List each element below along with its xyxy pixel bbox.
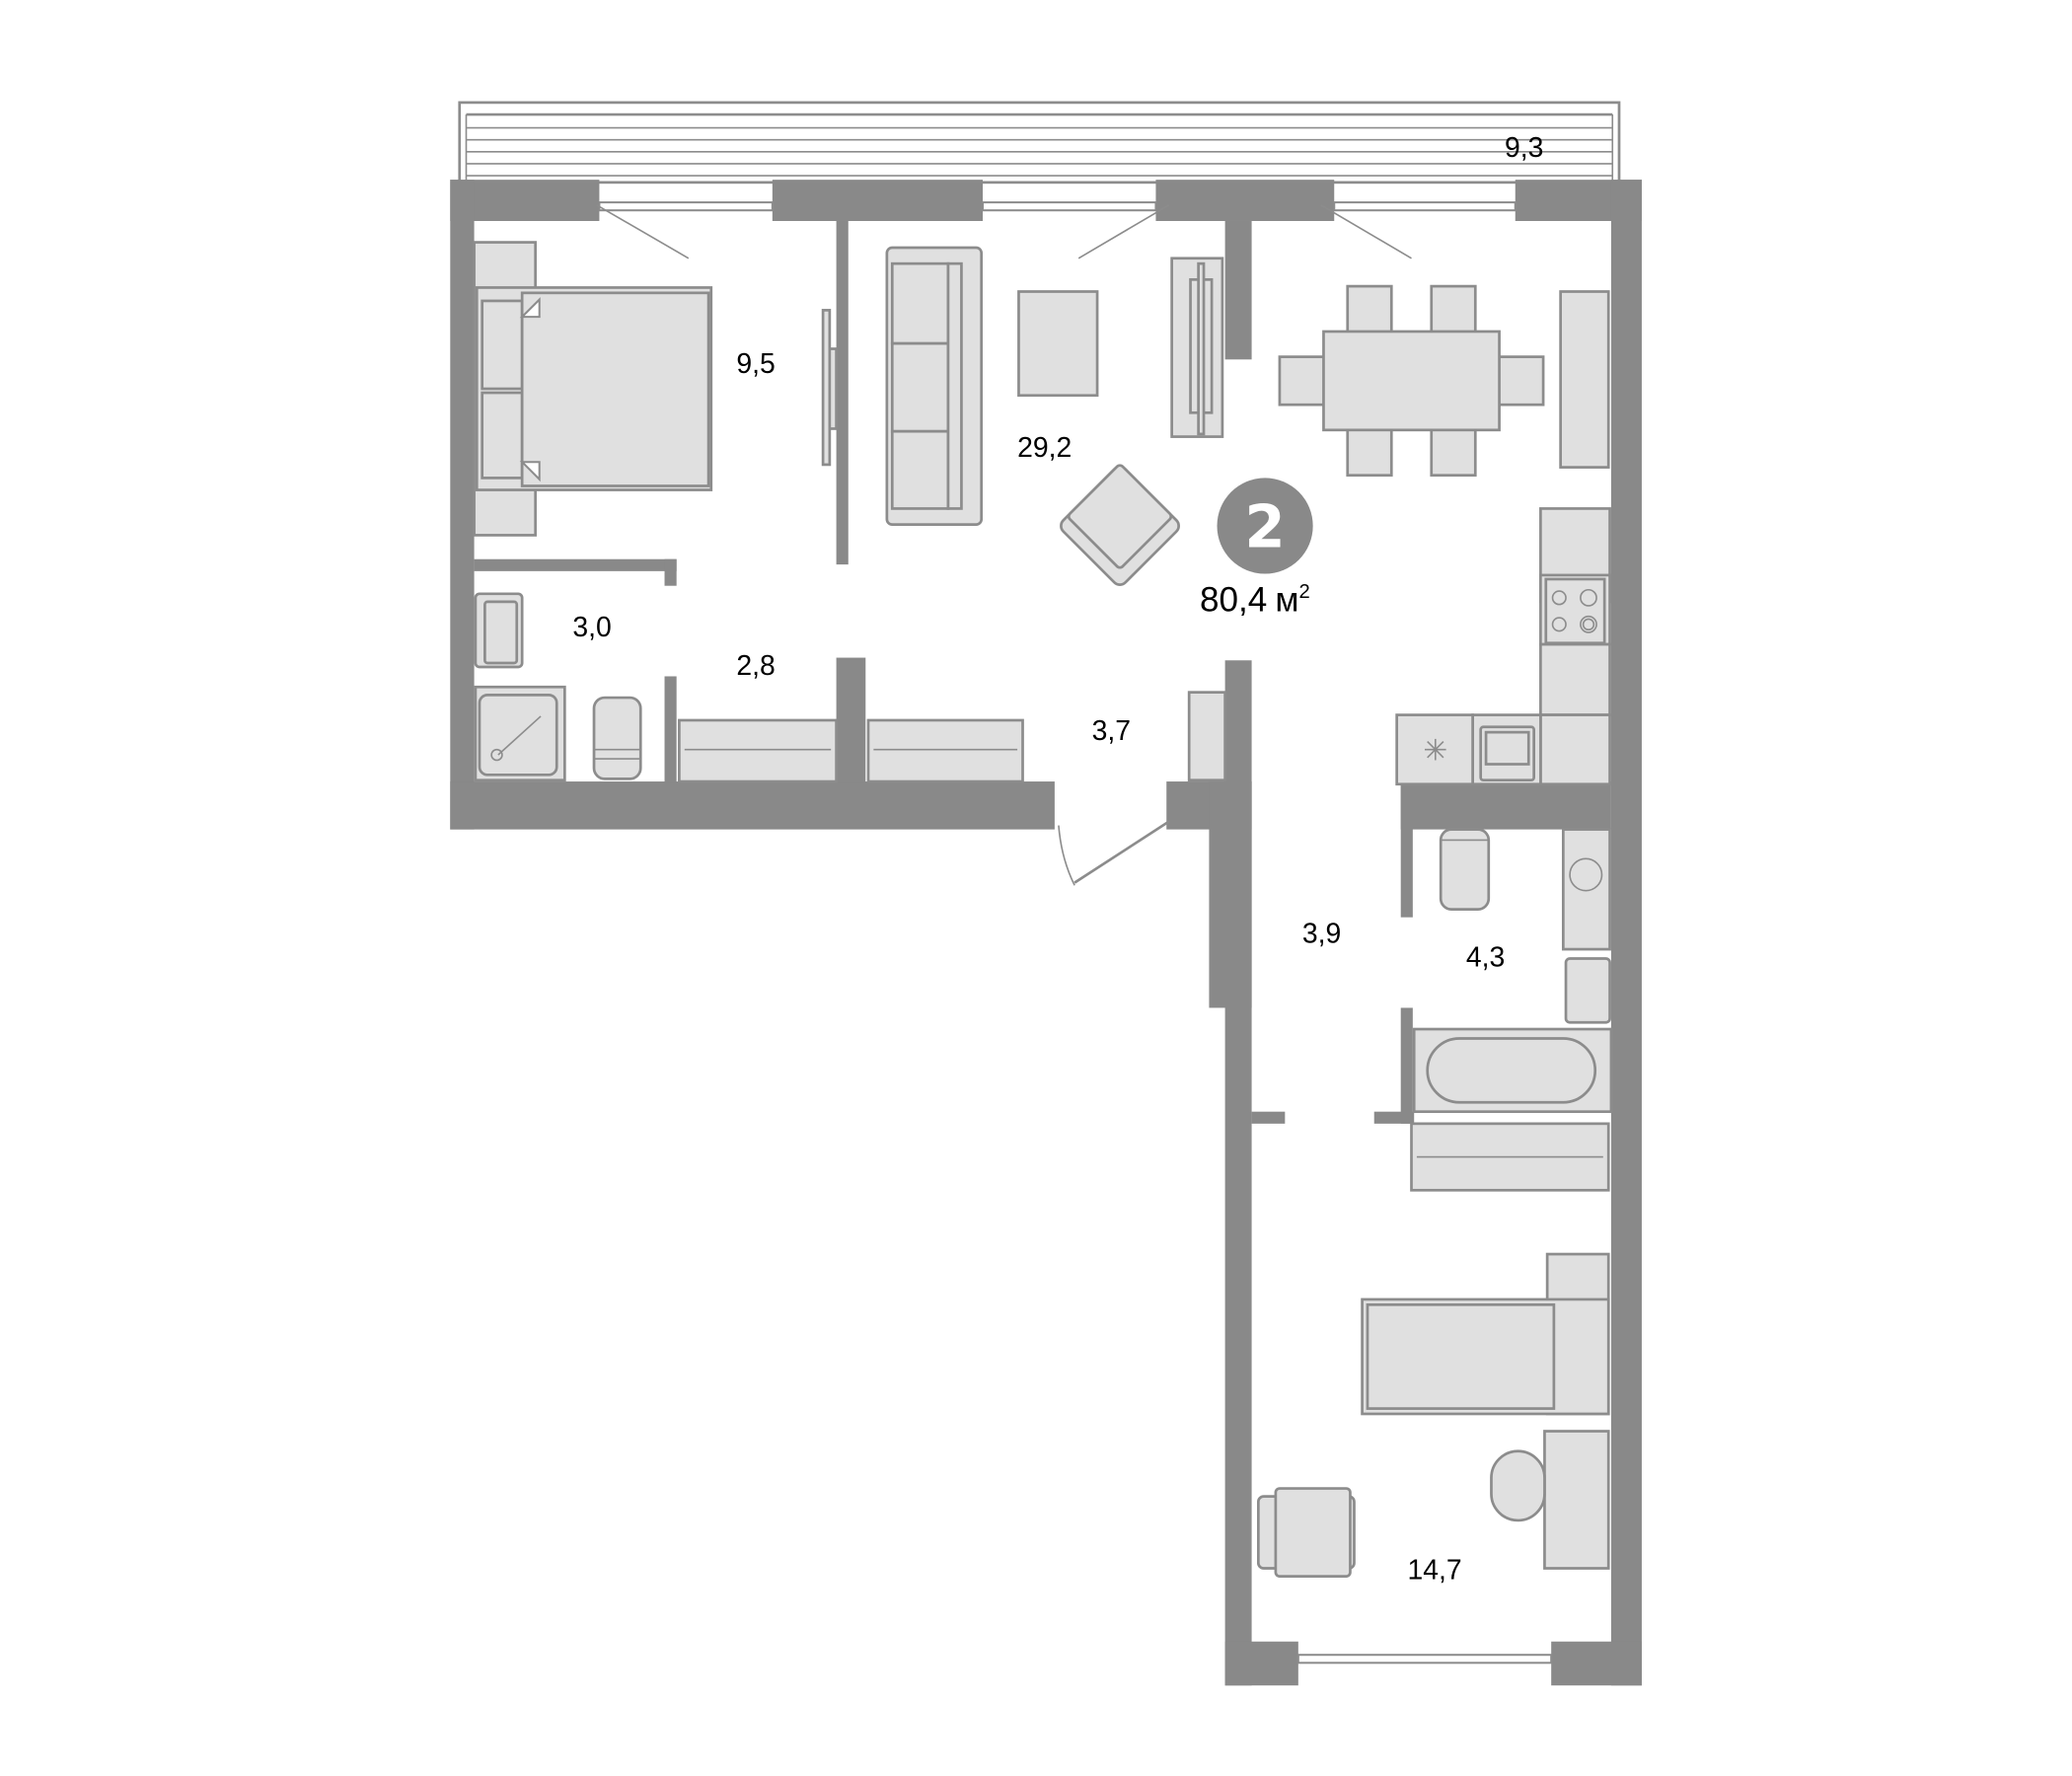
bathroom-fixtures: [1410, 828, 1613, 1192]
entrance-door[interactable]: [1058, 820, 1170, 886]
corridor-area-label: 3,9: [1302, 918, 1341, 949]
coffee-table: [1017, 290, 1099, 398]
wardrobe-area-label: 2,8: [736, 650, 775, 682]
rooms-count: 2: [1244, 494, 1285, 562]
window-swings: [596, 204, 1412, 259]
balcony: [458, 101, 1621, 185]
wardrobe-2: [866, 718, 1024, 783]
shoe-cabinet: [1187, 691, 1226, 782]
sofa: [885, 246, 984, 526]
second-bedroom-area-label: 14,7: [1407, 1554, 1461, 1586]
rooms-badge: 2: [1217, 478, 1313, 574]
sideboard: [1559, 290, 1610, 469]
tv-stand: [1170, 257, 1224, 438]
bathroom-area-label: 4,3: [1466, 942, 1505, 974]
small-bathroom-fixtures: [474, 592, 642, 782]
small-bathroom-area-label: 3,0: [572, 612, 611, 643]
double-bed: [473, 241, 713, 537]
entrance-hall-area-label: 3,7: [1092, 715, 1131, 747]
kitchen-unit: [1395, 507, 1611, 786]
dining-table: [1278, 284, 1545, 478]
bedroom-sliding-door: [821, 309, 838, 467]
bedroom-area-label: 9,5: [736, 348, 775, 380]
wardrobe-1: [678, 718, 838, 783]
single-bed: [1361, 1252, 1610, 1416]
desk-chair: [1256, 1487, 1356, 1578]
armchair: [1060, 464, 1180, 586]
balcony-area-label: 9,3: [1505, 132, 1543, 164]
desk: [1490, 1430, 1610, 1570]
walls: [450, 180, 1642, 1686]
living-room-area-label: 29,2: [1017, 432, 1072, 464]
